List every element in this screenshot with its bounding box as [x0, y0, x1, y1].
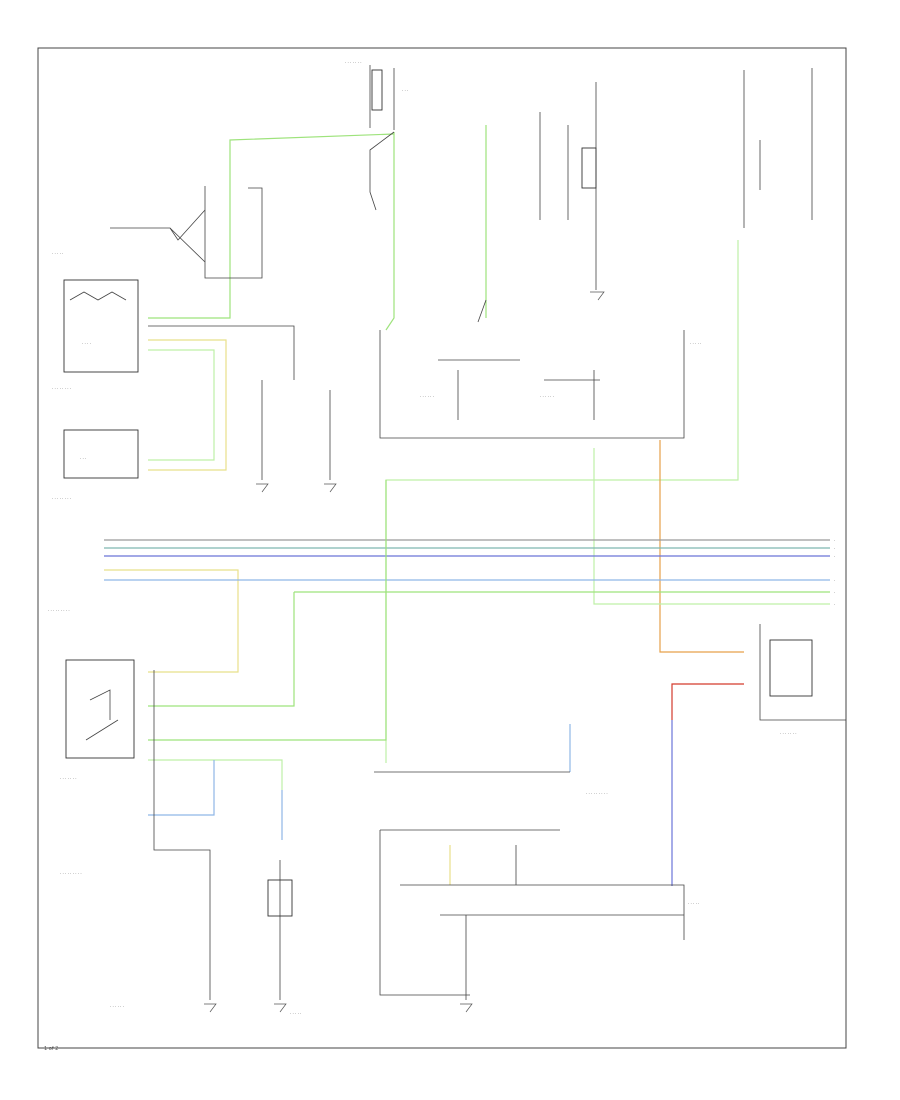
- wire-green-lower: [148, 480, 387, 741]
- svg-text:· · · · · · · · ·: · · · · · · · · ·: [60, 871, 82, 876]
- svg-text:· · · · ·: · · · · ·: [52, 251, 63, 256]
- svg-text:·: ·: [834, 554, 835, 559]
- side-markers: · · · · · ·: [834, 538, 835, 607]
- bus-lines: [104, 539, 830, 707]
- svg-text:· · · · · · · · ·: · · · · · · · · ·: [48, 608, 70, 613]
- svg-text:· · · · · · · · ·: · · · · · · · · ·: [586, 791, 608, 796]
- svg-text:· · · · · ·: · · · · · ·: [420, 394, 434, 399]
- a-c-compressor-clutch-relay: [65, 659, 135, 759]
- svg-text:· · · · ·: · · · · ·: [690, 341, 701, 346]
- svg-text:·: ·: [834, 578, 835, 583]
- wire-lightgreen-left: [148, 349, 215, 461]
- svg-text:·: ·: [834, 590, 835, 595]
- a-c-pressure-switch: · · · ·: [63, 279, 139, 373]
- svg-text:· · · · · · · ·: · · · · · · · ·: [52, 386, 71, 391]
- powertrain-control-module: [374, 771, 570, 996]
- svg-text:· · · ·: · · · ·: [82, 341, 91, 346]
- wire-green-branch-top: [148, 133, 395, 319]
- condenser-fan-relay: [759, 624, 846, 721]
- svg-text:· · · · · ·: · · · · · ·: [110, 1004, 124, 1009]
- svg-text:· · · · ·: · · · · ·: [290, 1011, 301, 1016]
- svg-text:· · · · · · ·: · · · · · · ·: [780, 731, 797, 736]
- a-c-compressor-clutch: [267, 879, 293, 917]
- relay-block-center: · · · · · · · · · · · ·: [379, 330, 685, 439]
- fuse-box-feed: · · · · · · · · · ·: [345, 60, 408, 130]
- blower-motor: [400, 884, 685, 1000]
- wire-lightgreen-center: [593, 448, 830, 605]
- svg-text:·: ·: [834, 538, 835, 543]
- svg-text:· · ·: · · ·: [80, 456, 86, 461]
- svg-text:· · · · ·: · · · · ·: [688, 901, 699, 906]
- wire-green-feed: [385, 132, 395, 331]
- svg-text:· · · · · · · ·: · · · · · · · ·: [52, 496, 71, 501]
- wire-red: [671, 683, 744, 720]
- svg-text:·: ·: [834, 546, 835, 551]
- svg-text:· · · · · · ·: · · · · · · ·: [345, 60, 362, 65]
- radiator-fan-relay: · · ·: [63, 429, 139, 479]
- wire-blue-lower: [148, 760, 215, 816]
- svg-text:· · · · · ·: · · · · · ·: [540, 394, 554, 399]
- svg-text:·: ·: [834, 602, 835, 607]
- label-stubs: · · · · · · · · · · · · · · · · · · · · …: [48, 251, 797, 1016]
- svg-text:· · ·: · · ·: [402, 88, 408, 93]
- wire-orange: [659, 440, 744, 653]
- wire-yellow-left: [148, 339, 227, 471]
- page-ref: 1 of 2: [44, 1046, 58, 1052]
- wire-lightgreen-lower: [148, 759, 283, 790]
- svg-text:· · · · · · ·: · · · · · · ·: [60, 776, 77, 781]
